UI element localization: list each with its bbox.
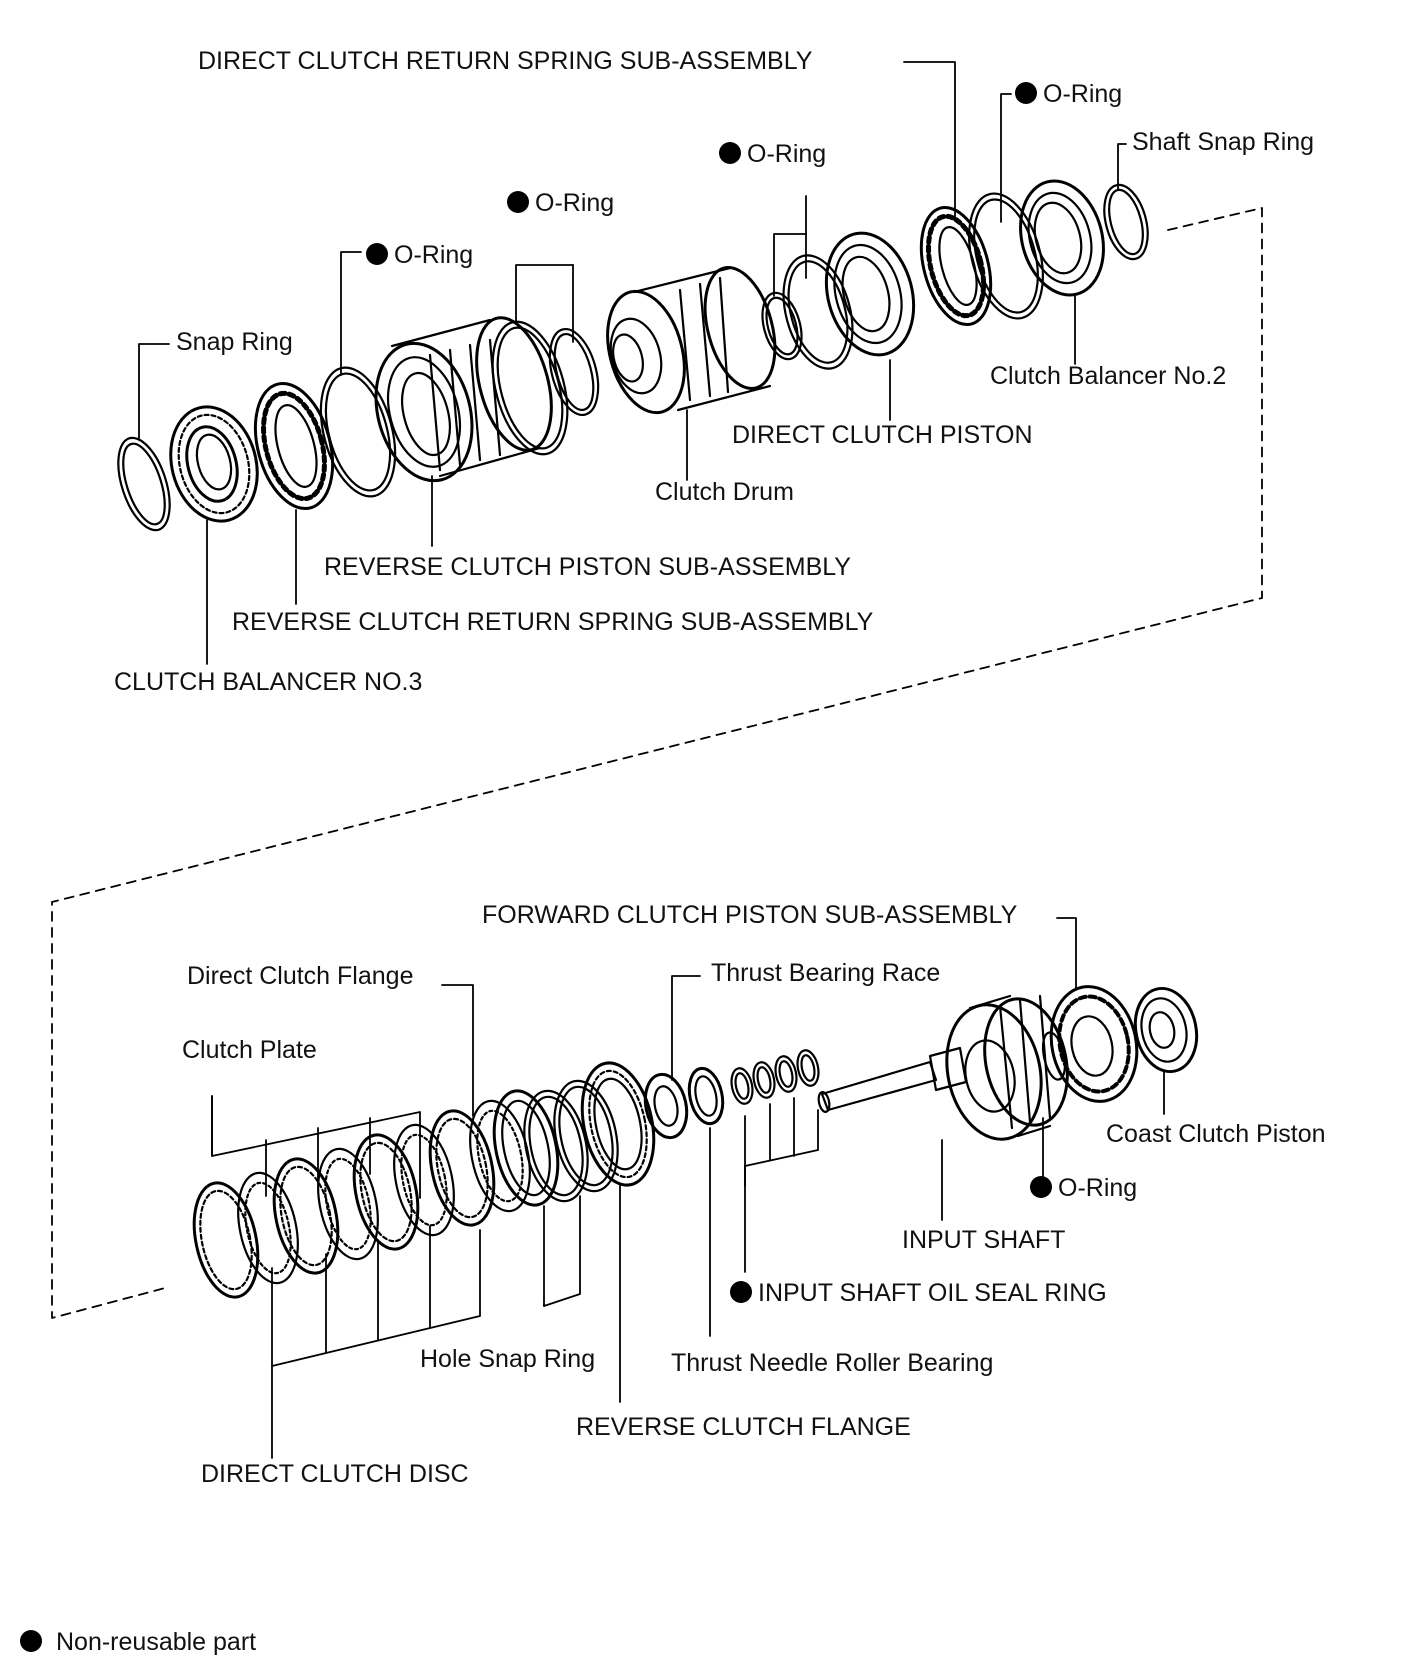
label-direct-clutch-return-spring: DIRECT CLUTCH RETURN SPRING SUB-ASSEMBLY (198, 47, 813, 75)
coast-clutch-piston-part (1133, 986, 1199, 1074)
label-reverse-clutch-piston: REVERSE CLUTCH PISTON SUB-ASSEMBLY (324, 553, 851, 581)
direct-clutch-flange-part (492, 1089, 560, 1207)
hole-snap-ring-part (523, 1079, 619, 1203)
leader-lines (138, 61, 1165, 1459)
non-reusable-dot-icon (1030, 1176, 1052, 1198)
label-o-ring-bottom: O-Ring (1030, 1176, 1137, 1201)
direct-clutch-piston-part (824, 231, 916, 357)
thrust-bearing-race-part (643, 1072, 689, 1140)
input-shaft-part (817, 994, 1069, 1141)
clutch-pack-part (192, 1099, 531, 1299)
clutch-balancer-no2-part (1019, 179, 1105, 297)
label-snap-ring: Snap Ring (176, 328, 293, 356)
reverse-clutch-flange-part (580, 1061, 656, 1187)
label-forward-clutch-piston: FORWARD CLUTCH PISTON SUB-ASSEMBLY (482, 901, 1018, 929)
forward-clutch-piston-part (1049, 985, 1139, 1103)
label-input-shaft-oil-seal-ring: INPUT SHAFT OIL SEAL RING (730, 1281, 1107, 1306)
clutch-drum-part (606, 266, 777, 415)
non-reusable-dot-icon (719, 142, 741, 164)
label-clutch-balancer-no3: CLUTCH BALANCER NO.3 (114, 668, 423, 696)
label-o-ring-top-center: O-Ring (719, 142, 826, 167)
connection-dashed-line (51, 207, 1263, 1319)
label-direct-clutch-piston: DIRECT CLUTCH PISTON (732, 421, 1033, 449)
label-hole-snap-ring: Hole Snap Ring (420, 1345, 596, 1373)
label-direct-clutch-flange: Direct Clutch Flange (187, 962, 414, 990)
label-direct-clutch-disc: DIRECT CLUTCH DISC (201, 1460, 469, 1488)
non-reusable-dot-icon (20, 1630, 42, 1652)
label-o-ring-top-mid: O-Ring (507, 191, 614, 216)
label-shaft-snap-ring: Shaft Snap Ring (1132, 128, 1315, 156)
o-ring-part-7 (1041, 1031, 1067, 1081)
non-reusable-dot-icon (366, 243, 388, 265)
legend-non-reusable: Non-reusable part (20, 1630, 256, 1655)
direct-clutch-return-spring-part (919, 205, 993, 327)
non-reusable-dot-icon (1015, 82, 1037, 104)
label-clutch-plate: Clutch Plate (182, 1036, 317, 1064)
label-thrust-needle-roller-bearing: Thrust Needle Roller Bearing (671, 1349, 994, 1377)
label-o-ring-top-left: O-Ring (366, 243, 473, 268)
input-shaft-oil-seal-rings-part (730, 1049, 820, 1105)
o-ring-part-3 (548, 328, 600, 416)
clutch-balancer-no3-part (169, 405, 259, 523)
label-reverse-clutch-return-spring: REVERSE CLUTCH RETURN SPRING SUB-ASSEMBL… (232, 608, 874, 636)
shaft-snap-ring-part (1103, 183, 1149, 261)
thrust-needle-roller-bearing-part (687, 1066, 725, 1126)
reverse-clutch-return-spring-part (253, 381, 335, 511)
label-clutch-balancer-no2: Clutch Balancer No.2 (990, 362, 1227, 390)
snap-ring-part (117, 436, 171, 532)
label-clutch-drum: Clutch Drum (655, 478, 794, 506)
o-ring-part-5 (782, 254, 854, 370)
label-coast-clutch-piston: Coast Clutch Piston (1106, 1120, 1326, 1148)
label-thrust-bearing-race: Thrust Bearing Race (711, 959, 941, 987)
reverse-clutch-piston-part (374, 316, 553, 483)
label-o-ring-top-right: O-Ring (1015, 82, 1122, 107)
label-reverse-clutch-flange: REVERSE CLUTCH FLANGE (576, 1413, 911, 1441)
non-reusable-dot-icon (507, 191, 529, 213)
non-reusable-dot-icon (730, 1281, 752, 1303)
label-input-shaft: INPUT SHAFT (902, 1226, 1066, 1254)
